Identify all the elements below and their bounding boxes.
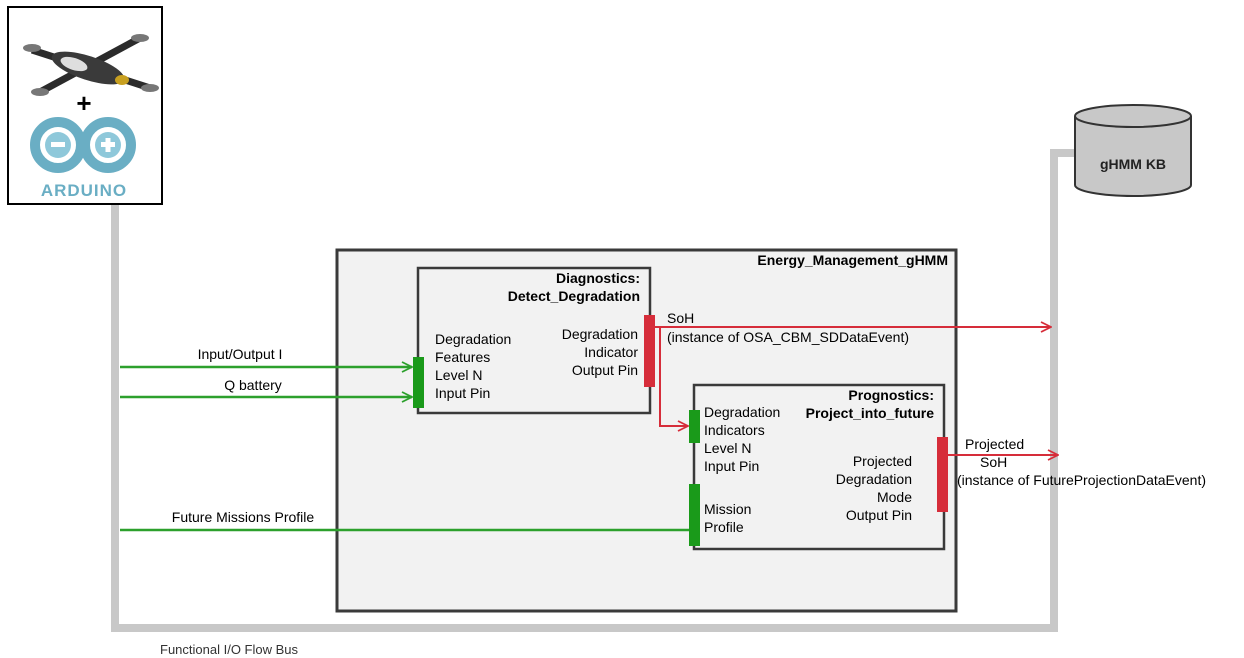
prognostics-title-line2: Project_into_future [806,405,935,421]
prog-output-pin [937,437,948,512]
prog-mission-pin-line1: Mission [704,501,751,517]
diagnostics-title-line1: Diagnostics: [556,270,640,286]
arduino-infinity-icon [30,117,136,173]
arduino-wordmark: ARDUINO [41,181,127,200]
drone-arduino-logo: + ARDUINO [7,6,163,205]
diag-output-pin-line3: Output Pin [572,362,638,378]
prognostics-box [692,383,946,551]
input-output-label: Input/Output I [198,346,283,362]
ghmm-kb-database: gHMM KB [1074,104,1192,197]
drone-icon [23,34,159,96]
diag-input-pin-line2: Features [435,349,490,365]
prog-output-pin-line1: Projected [853,453,912,469]
prognostics-title-line1: Prognostics: [848,387,934,403]
diag-output-pin [644,315,655,387]
prog-output-pin-line3: Mode [877,489,912,505]
diag-output-pin-line1: Degradation [562,326,638,342]
prog-input-pin-line4: Input Pin [704,458,759,474]
energy-management-title: Energy_Management_gHMM [757,252,948,268]
diagnostics-box [416,266,652,415]
diag-output-pin-line2: Indicator [584,344,638,360]
diag-to-prog-arrow [659,327,688,426]
prog-output-pin-line4: Output Pin [846,507,912,523]
soh-label-line1: SoH [667,310,694,326]
prog-input-pin-line3: Level N [704,440,751,456]
projected-label-line2: SoH [980,454,1007,470]
kb-label: gHMM KB [1100,156,1166,172]
q-battery-label: Q battery [224,377,282,393]
projected-label-line1: Projected [965,436,1024,452]
diag-input-pin-line1: Degradation [435,331,511,347]
projected-label-line3: (instance of FutureProjectionDataEvent) [957,472,1206,488]
diag-input-pin [413,357,424,408]
prog-mission-pin-line2: Profile [704,519,744,535]
prog-input-pin-line2: Indicators [704,422,765,438]
prog-mission-pin [689,484,700,546]
diagnostics-title-line2: Detect_Degradation [508,288,640,304]
future-missions-label: Future Missions Profile [172,509,315,525]
functional-io-bus [111,149,1075,632]
bus-label: Functional I/O Flow Bus [160,642,298,657]
soh-label-line2: (instance of OSA_CBM_SDDataEvent) [667,329,909,345]
plus-sign: + [76,88,91,118]
prog-output-pin-line2: Degradation [836,471,912,487]
prog-input-pin-line1: Degradation [704,404,780,420]
diag-input-pin-line4: Input Pin [435,385,490,401]
diag-input-pin-line3: Level N [435,367,482,383]
prog-input-pin [689,410,700,443]
